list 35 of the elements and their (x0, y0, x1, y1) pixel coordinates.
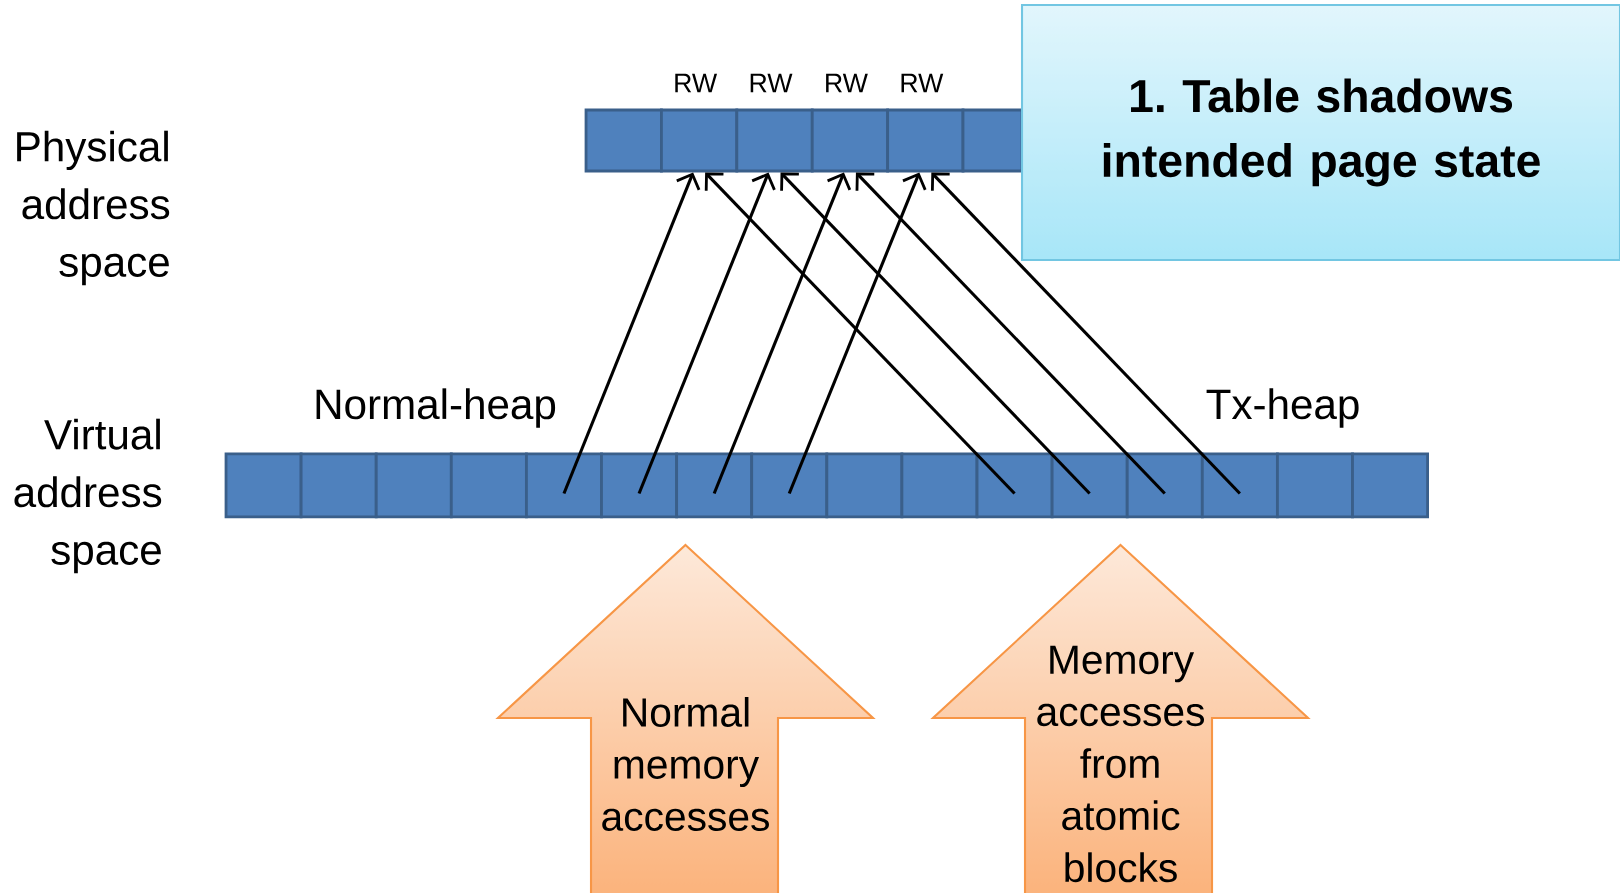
memory-cell (825, 452, 904, 519)
arrow (637, 172, 776, 495)
memory-cell (224, 452, 303, 519)
arrow (930, 172, 1241, 495)
axis-label: Physical address space (17, 130, 170, 286)
memory-cell (449, 452, 528, 519)
memory-cell (584, 108, 663, 173)
arrow (704, 172, 1016, 495)
memory-cell (299, 452, 378, 519)
axis-label: Tx-heap (1206, 388, 1359, 428)
memory-cell (886, 108, 965, 173)
axis-label: Virtual address space (14, 418, 162, 574)
memory-cell (1125, 452, 1204, 519)
memory-cell (975, 452, 1054, 519)
arrow (712, 172, 852, 495)
arrow (855, 172, 1166, 495)
memory-cell (735, 108, 814, 173)
memory-cell (525, 452, 603, 519)
memory-cell (1200, 452, 1279, 519)
arrow (562, 172, 701, 495)
arrow (787, 172, 927, 495)
callout-box: 1. Table shadows intended page state (1020, 3, 1620, 262)
cell-label: RW (675, 73, 718, 93)
arrow (780, 172, 1091, 495)
memory-cell (961, 108, 1024, 173)
memory-cell (374, 452, 453, 519)
memory-cell (1276, 452, 1354, 519)
memory-cell (900, 452, 979, 519)
memory-cell (1050, 452, 1129, 519)
cell-label: RW (826, 73, 868, 93)
memory-cell (600, 452, 678, 519)
cell-label: RW (750, 73, 793, 93)
memory-cell (1351, 452, 1429, 519)
axis-label: Normal-heap (316, 388, 556, 428)
cell-label: RW (901, 73, 944, 93)
